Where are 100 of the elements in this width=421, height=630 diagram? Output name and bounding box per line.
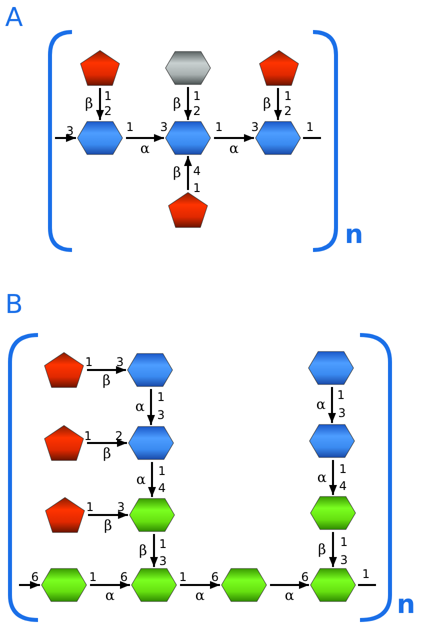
hexagon-symbol	[165, 121, 211, 155]
hexagon-symbol	[310, 568, 356, 602]
connector-line	[358, 584, 376, 586]
hexagon-symbol	[129, 498, 175, 532]
hexagon-symbol	[310, 496, 356, 530]
linkage-position: 3	[159, 555, 167, 567]
linkage-position: 4	[158, 482, 166, 494]
arrow	[214, 134, 254, 142]
linkage-position: 1	[306, 121, 314, 133]
arrow	[328, 387, 336, 423]
hexagon-symbol	[308, 351, 354, 385]
linkage-position: 3	[66, 125, 74, 137]
linkage-position: 4	[193, 165, 201, 177]
linkage-position: 1	[339, 463, 347, 475]
edge-label: α	[284, 589, 294, 603]
arrow	[329, 532, 337, 567]
arrow	[87, 439, 127, 447]
connector-line	[303, 137, 321, 139]
hexagon-symbol	[77, 121, 123, 155]
hexagon-symbol	[309, 424, 355, 458]
linkage-position: 1	[89, 571, 97, 583]
linkage-position: 1	[362, 568, 370, 580]
linkage-position: 1	[193, 90, 201, 102]
linkage-position: 1	[159, 538, 167, 550]
edge-label: β	[262, 97, 272, 111]
linkage-position: 3	[157, 409, 165, 421]
edge-label: α	[316, 398, 326, 412]
linkage-position: 3	[251, 121, 259, 133]
linkage-position: 1	[126, 121, 134, 133]
linkage-position: 3	[117, 501, 125, 513]
edge-label: β	[84, 97, 94, 111]
arrow	[19, 581, 40, 589]
pentagon-symbol	[44, 425, 84, 461]
edge-label: α	[135, 400, 145, 414]
linkage-position: 6	[211, 571, 219, 583]
linkage-position: 3	[116, 356, 124, 368]
edge-label: α	[105, 589, 115, 603]
edge-label: α	[229, 142, 239, 156]
linkage-position: 2	[193, 105, 201, 117]
linkage-position: 1	[85, 356, 93, 368]
edge-label: β	[318, 542, 326, 556]
linkage-position: 1	[158, 465, 166, 477]
arrow	[88, 511, 128, 519]
arrow	[126, 134, 164, 142]
edge-label: β	[102, 447, 112, 461]
linkage-position: 6	[31, 571, 39, 583]
hexagon-symbol	[131, 568, 177, 602]
edge-label: β	[172, 96, 182, 110]
hexagon-symbol	[165, 51, 211, 85]
linkage-position: 1	[86, 501, 94, 513]
repeat-subscript: n	[344, 222, 364, 248]
arrow	[150, 534, 158, 567]
arrow	[274, 88, 282, 120]
arrow	[55, 134, 76, 142]
edge-label: α	[317, 470, 327, 484]
linkage-position: 1	[104, 90, 112, 102]
linkage-position: 3	[340, 554, 348, 566]
linkage-position: 1	[340, 536, 348, 548]
hexagon-symbol	[128, 426, 174, 460]
arrow	[147, 389, 155, 425]
linkage-position: 2	[115, 430, 123, 442]
edge-label: β	[138, 544, 148, 558]
pentagon-symbol	[259, 50, 299, 86]
edge-label: α	[136, 472, 146, 486]
linkage-position: 1	[157, 391, 165, 403]
arrow	[96, 88, 104, 120]
hexagon-symbol	[221, 568, 267, 602]
linkage-position: 2	[104, 105, 112, 117]
linkage-position: 1	[284, 90, 292, 102]
hexagon-symbol	[41, 568, 87, 602]
edge-label: β	[172, 166, 182, 180]
pentagon-symbol	[45, 497, 85, 533]
linkage-position: 1	[215, 121, 223, 133]
arrow	[184, 87, 192, 120]
edge-label: α	[140, 142, 150, 156]
pentagon-symbol	[168, 192, 208, 228]
pentagon-symbol	[44, 352, 84, 388]
pentagon-symbol	[80, 50, 120, 86]
panel-letter: B	[5, 292, 23, 318]
linkage-position: 1	[84, 430, 92, 442]
panel-letter: A	[5, 5, 23, 31]
hexagon-symbol	[127, 353, 173, 387]
linkage-position: 6	[301, 571, 309, 583]
arrow	[148, 462, 156, 497]
edge-label: β	[104, 519, 112, 533]
linkage-position: 2	[284, 105, 292, 117]
linkage-position: 3	[160, 121, 168, 133]
arrow	[90, 581, 130, 589]
arrow	[180, 581, 220, 589]
arrow	[184, 156, 192, 190]
arrow	[87, 366, 126, 374]
edge-label: α	[195, 589, 205, 603]
linkage-position: 6	[120, 571, 128, 583]
linkage-position: 1	[337, 389, 345, 401]
arrow	[270, 581, 309, 589]
repeat-subscript: n	[396, 592, 416, 618]
linkage-position: 4	[339, 480, 347, 492]
linkage-position: 1	[179, 571, 187, 583]
arrow	[329, 460, 337, 495]
linkage-position: 1	[193, 182, 201, 194]
